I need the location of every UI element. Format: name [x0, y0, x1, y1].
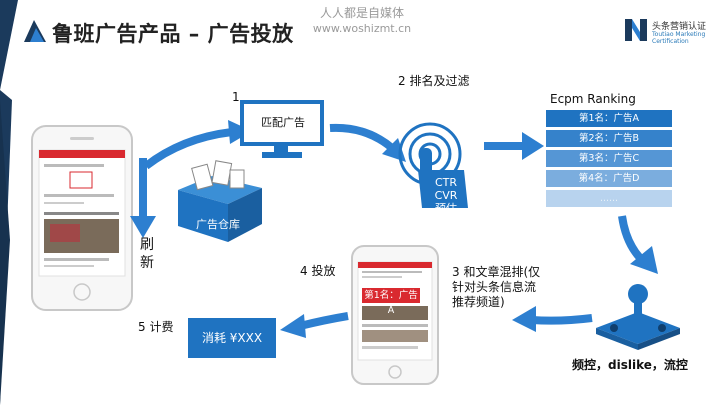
center-phone [351, 245, 439, 385]
step3-label-line2: 针对头条信息流 [452, 280, 537, 294]
brand-sub: Toutiao Marketing Certification [652, 31, 705, 45]
ctr-label: CTR CVR 预估 [422, 176, 470, 215]
ad-warehouse-label: 广告仓库 [196, 218, 240, 231]
step4-label: 4 投放 [300, 264, 336, 278]
refresh-arrow [130, 158, 156, 238]
step3-label-line3: 推荐频道) [452, 295, 505, 309]
page-title: 鲁班广告产品 – 广告投放 [52, 22, 294, 46]
step3-label: 3 和文章混排(仅 针对头条信息流 推荐频道) [452, 265, 540, 310]
rank-item-more: ...... [546, 190, 672, 207]
ecpm-ranking-title: Ecpm Ranking [550, 92, 636, 106]
step3-label-line1: 3 和文章混排(仅 [452, 265, 541, 279]
consume-box: 消耗 ¥XXX [188, 318, 276, 358]
step2-label: 2 排名及过滤 [398, 74, 470, 88]
ctr-label-line1: CTR CVR [434, 176, 458, 202]
arrow-to-controls [618, 215, 658, 274]
step5-label: 5 计费 [138, 320, 174, 334]
joystick-icon [596, 284, 680, 350]
refresh-label-line2: 新 [140, 255, 154, 271]
refresh-label-line1: 刷 [140, 237, 154, 253]
arrow-to-mix [512, 306, 593, 332]
brand-logo-icon [625, 19, 647, 41]
ctr-touch-icon [398, 122, 468, 208]
watermark-line2: www.woshizmt.cn [312, 22, 412, 35]
controls-label: 频控，dislike，流控 [572, 358, 688, 372]
rank-item-2: 第2名：广告B [546, 130, 672, 147]
rank-item-3: 第3名：广告C [546, 150, 672, 167]
watermark-line1: 人人都是自媒体 [319, 6, 404, 20]
brand-sub-line2: Certification [652, 38, 689, 45]
brand-sub-line1: Toutiao Marketing [652, 31, 706, 38]
arrow-to-ranking [484, 132, 544, 160]
rank-item-1: 第1名：广告A [546, 110, 672, 127]
phone-ad-slot: 第1名：广告A [362, 288, 420, 316]
monitor-icon [240, 100, 324, 158]
rank-item-4: 第4名：广告D [546, 170, 672, 187]
arrow-to-billing [280, 312, 349, 338]
step1-number: 1 [232, 90, 240, 104]
watermark: 人人都是自媒体 www.woshizmt.cn [302, 6, 422, 36]
refresh-label: 刷 新 [140, 236, 156, 272]
match-ad-label: 匹配广告 [261, 116, 305, 129]
brand-name: 头条营销认证 [652, 22, 707, 32]
left-edge-decoration [0, 0, 18, 405]
ctr-label-line2: 预估 [435, 202, 457, 215]
title-logo-icon [24, 20, 46, 42]
ad-warehouse-box [178, 160, 262, 242]
left-phone [31, 125, 133, 311]
